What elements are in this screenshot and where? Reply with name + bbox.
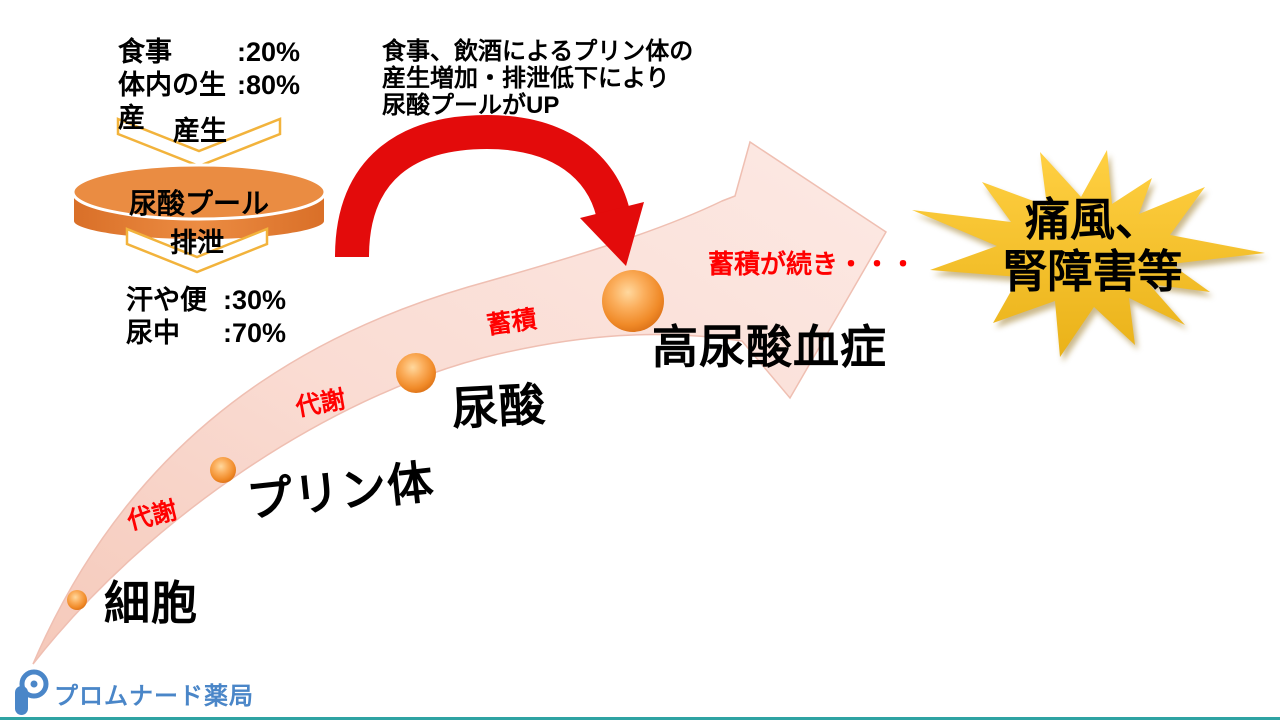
stage-label-hyperuricemia: 高尿酸血症 (652, 321, 887, 373)
outcome-starburst-shape (912, 150, 1265, 357)
intake-internal-row: 体内の生産 :80% (118, 69, 300, 135)
uric-acid-pool-label: 尿酸プール (128, 188, 269, 219)
stage-sphere-purine (210, 457, 236, 483)
cause-annotation-line1: 食事、飲酒によるプリン体の (382, 38, 694, 65)
pharmacy-logo-text: プロムナード薬局 (54, 683, 254, 710)
excretion-chevron-arrow (125, 227, 269, 274)
feedback-arc-arrowhead (580, 202, 644, 266)
stage-label-uric-acid: 尿酸 (450, 378, 548, 435)
excretion-urine-label: 尿中 (126, 318, 180, 348)
stage-sphere-cell (67, 590, 87, 610)
growth-arrow-shape (32, 140, 888, 665)
intake-diet-label: 食事 (118, 37, 172, 67)
uric-acid-pool-cylinder-top (71, 163, 327, 221)
excretion-sweat-label: 汗や便 (126, 285, 207, 315)
cause-annotation-line2: 産生増加・排泄低下により (382, 65, 670, 92)
cause-annotation: 食事、飲酒によるプリン体の 産生増加・排泄低下により 尿酸プールがUP (382, 38, 693, 119)
cause-annotation-line3: 尿酸プールがUP (382, 92, 560, 119)
feedback-arc (335, 114, 630, 258)
intake-diet-value: :20% (237, 37, 301, 67)
stage-sphere-uric-acid (396, 353, 436, 393)
outcome-line1: 痛風、 (1024, 194, 1160, 245)
excretion-label: 排泄 (170, 228, 224, 258)
intake-stats: 食事 :20% 体内の生産 :80% (118, 36, 300, 135)
outcome-text: 痛風、 腎障害等 (955, 194, 1230, 298)
excretion-urine-value: :70% (223, 318, 287, 348)
intake-internal-value: :80% (237, 70, 301, 100)
intake-internal-label: 体内の生産 (118, 70, 226, 133)
accumulation-continues-note: 蓄積が続き・・・ (708, 249, 917, 279)
stage-label-cell: 細胞 (104, 577, 198, 629)
stage-sphere-hyperuricemia (602, 270, 664, 332)
bottom-divider-line (0, 717, 1280, 720)
excretion-sweat-value: :30% (223, 285, 287, 315)
production-chevron-arrow (116, 117, 282, 168)
outcome-line2: 腎障害等 (1002, 246, 1183, 297)
pharmacy-logo-icon (15, 669, 49, 715)
excretion-sweat-row: 汗や便 :30% (126, 284, 286, 317)
excretion-urine-row: 尿中 :70% (126, 317, 286, 350)
production-label: 産生 (173, 116, 227, 146)
intake-diet-row: 食事 :20% (118, 36, 300, 69)
excretion-stats: 汗や便 :30% 尿中 :70% (126, 284, 286, 350)
